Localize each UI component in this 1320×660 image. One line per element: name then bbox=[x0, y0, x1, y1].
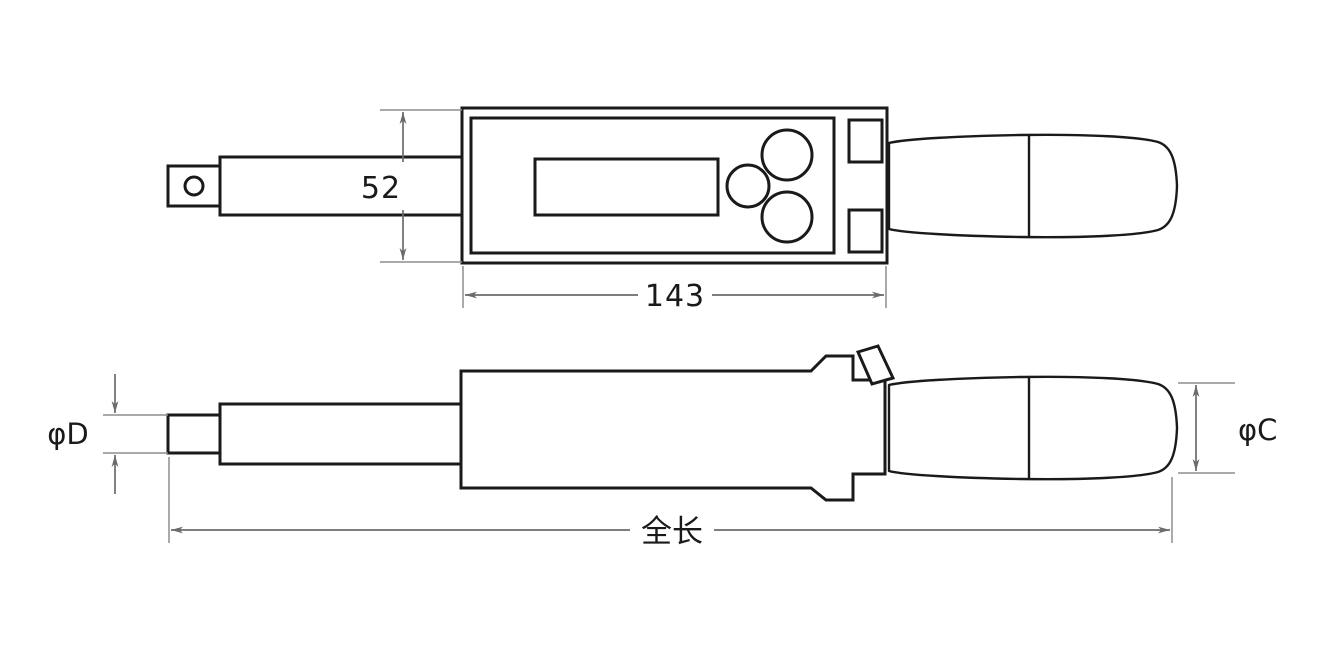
dimension-52-label: 52 bbox=[361, 171, 401, 206]
grip-handle bbox=[887, 133, 1179, 239]
dimension-phi-c: φC bbox=[1178, 382, 1277, 474]
dimension-phi-d-label: φD bbox=[47, 417, 88, 451]
dimension-phi-d: φD bbox=[47, 374, 168, 494]
clip-lower bbox=[847, 208, 884, 254]
button-upper[interactable] bbox=[760, 128, 814, 182]
square-drive bbox=[166, 164, 224, 208]
lcd-display bbox=[533, 157, 720, 217]
button-lower[interactable] bbox=[760, 190, 814, 244]
dimension-143: 143 bbox=[462, 266, 887, 314]
instrument-body-inner-panel bbox=[469, 116, 836, 255]
side-instrument-body bbox=[459, 354, 887, 502]
button-small[interactable] bbox=[725, 163, 771, 209]
detent-ball-hole bbox=[183, 175, 205, 197]
dimension-52: 52 bbox=[361, 109, 462, 263]
dimension-143-label: 143 bbox=[645, 279, 705, 314]
side-grip-handle bbox=[887, 375, 1179, 481]
dimension-phi-c-label: φC bbox=[1238, 413, 1277, 447]
side-view: φD φC 全长 bbox=[47, 344, 1277, 550]
side-shaft bbox=[218, 402, 465, 466]
release-lever bbox=[855, 344, 896, 386]
clip-upper bbox=[847, 118, 884, 164]
shaft bbox=[218, 155, 466, 217]
dimension-overall-length: 全长 bbox=[168, 457, 1173, 550]
dimension-overall-label: 全长 bbox=[641, 514, 703, 550]
top-view: 52 143 bbox=[166, 106, 1179, 314]
side-square-drive bbox=[166, 413, 224, 455]
